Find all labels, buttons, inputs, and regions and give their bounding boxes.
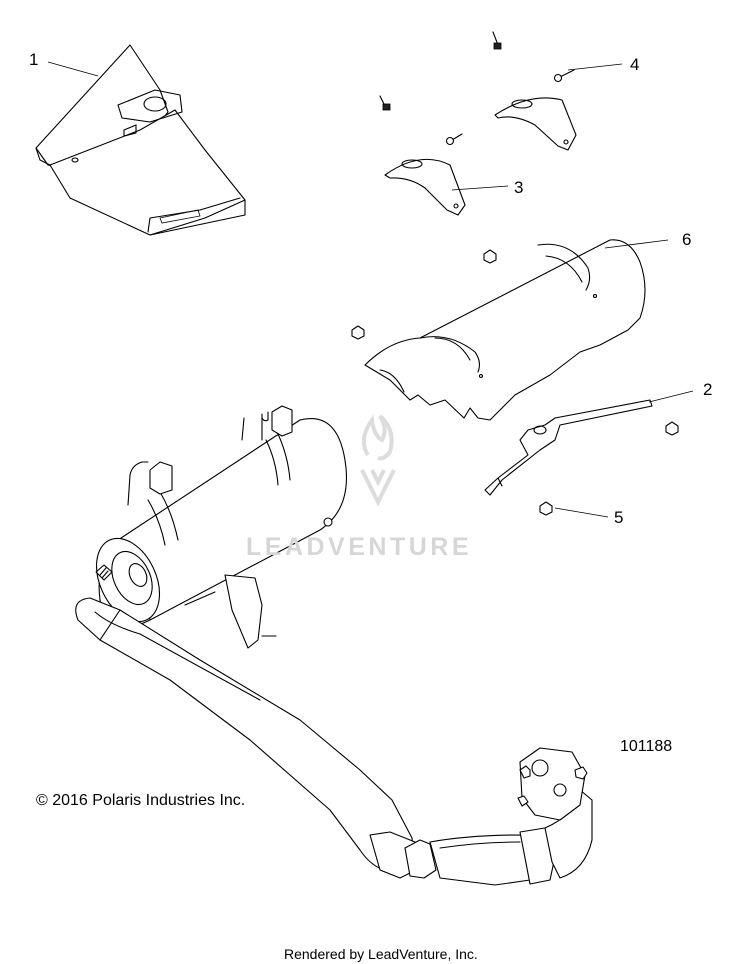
callout-4: 4 [630, 55, 640, 74]
callout-2: 2 [703, 380, 713, 399]
part-3-small-shields [384, 97, 577, 216]
callout-1: 1 [29, 50, 39, 69]
watermark-text: LEADVENTURE [246, 533, 473, 561]
muffler [95, 405, 348, 649]
part-1-heat-shield [35, 44, 246, 236]
bolts [351, 31, 679, 516]
diagram-number: 101188 [620, 738, 673, 755]
muffler-clamp [95, 564, 113, 581]
footer-text: Rendered by LeadVenture, Inc. [284, 946, 478, 962]
part-2-bracket [484, 399, 653, 496]
head-pipe [75, 597, 593, 886]
watermark-logo [360, 414, 396, 507]
leader-lines [47, 61, 694, 518]
callout-5: 5 [614, 508, 624, 527]
part-6-large-shield [364, 239, 646, 421]
callout-6: 6 [682, 230, 692, 249]
callout-3: 3 [514, 178, 524, 197]
copyright-text: © 2016 Polaris Industries Inc. [36, 792, 246, 809]
